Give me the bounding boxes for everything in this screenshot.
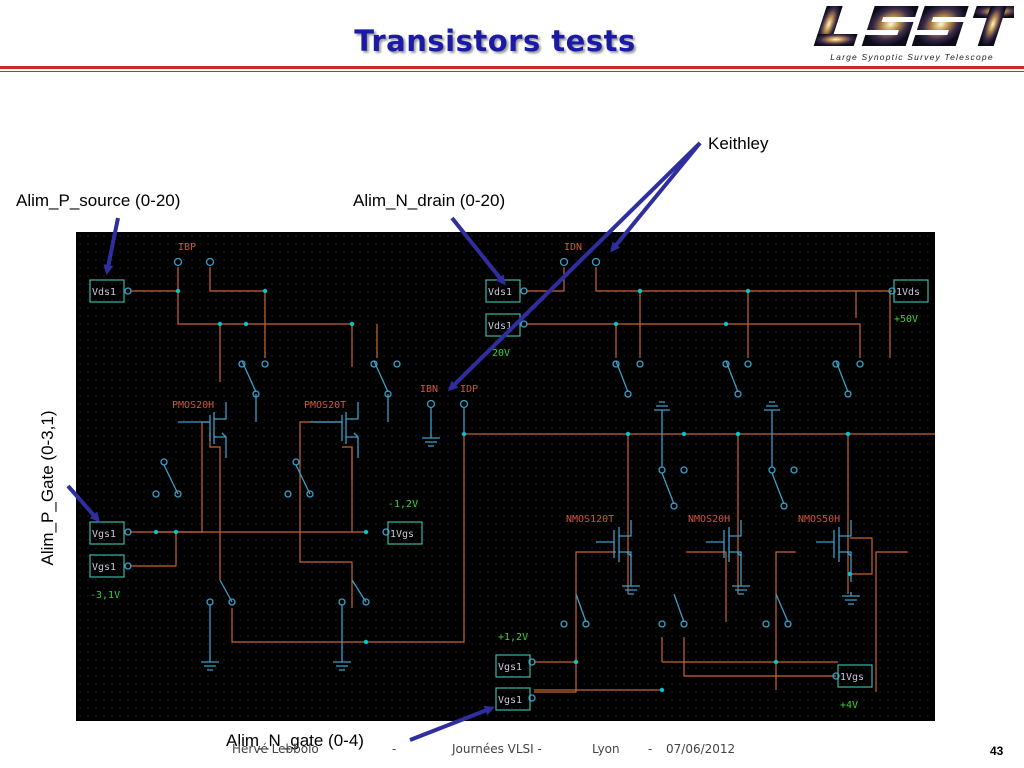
value-m12v: -1,2V xyxy=(388,499,418,510)
page-number: 43 xyxy=(990,744,1004,758)
footer-author: Hervé Lebbolo xyxy=(232,742,319,756)
device-nmos50h: NMOS50H xyxy=(798,514,840,525)
logo-tagline: Large Synoptic Survey Telescope xyxy=(830,52,994,62)
src-vgs1-n2: Vgs1 xyxy=(498,695,522,706)
src-vds1-n2: Vds1 xyxy=(488,321,512,332)
footer-city: Lyon xyxy=(592,742,620,756)
pin-ibn: IBN xyxy=(420,384,438,395)
components xyxy=(124,257,896,702)
device-nmos120t: NMOS120T xyxy=(566,514,614,525)
device-pmos20h: PMOS20H xyxy=(172,400,214,411)
src-vds1-n1: Vds1 xyxy=(488,287,512,298)
footer-event: Journées VLSI - xyxy=(452,742,542,756)
value-50v: +50V xyxy=(894,314,918,325)
circuit-schematic: Vds1 Vds1 Vds1 1Vds Vgs1 Vgs1 1Vgs Vgs1 … xyxy=(76,232,935,721)
value-12v: +1,2V xyxy=(498,632,528,643)
src-vgs-right: 1Vgs xyxy=(840,672,864,683)
src-vds-right: 1Vds xyxy=(896,287,920,298)
pin-idp: IDP xyxy=(460,384,478,395)
value-20v: 20V xyxy=(492,348,510,359)
lsst-logo xyxy=(808,2,1014,50)
device-nmos20h: NMOS20H xyxy=(688,514,730,525)
label-keithley: Keithley xyxy=(708,134,769,153)
pin-ibp: IBP xyxy=(178,242,196,253)
footer-date: 07/06/2012 xyxy=(666,742,736,756)
slide-title: Transistors tests xyxy=(354,24,636,58)
src-vgs1-p: Vgs1 xyxy=(92,529,116,540)
device-pmos20t: PMOS20T xyxy=(304,400,346,411)
label-alim-p-gate: Alim_P_Gate (0-3,1) xyxy=(38,410,57,566)
src-vgs-mid: 1Vgs xyxy=(390,529,414,540)
src-vds1-p: Vds1 xyxy=(92,287,116,298)
label-alim-p-source: Alim_P_source (0-20) xyxy=(16,191,181,210)
pin-idn: IDN xyxy=(564,242,582,253)
logo-letters xyxy=(813,6,1014,46)
label-alim-p-gate-wrap: Alim_P_Gate (0-3,1) xyxy=(28,398,68,578)
value-m31v: -3,1V xyxy=(90,590,120,601)
source-boxes xyxy=(89,279,929,711)
src-vgs1-n1: Vgs1 xyxy=(498,662,522,673)
src-vgs1-p2: Vgs1 xyxy=(92,562,116,573)
footer-sep1: - xyxy=(392,742,397,756)
device-labels: PMOS20H PMOS20T NMOS120T NMOS20H NMOS50H xyxy=(172,400,840,525)
label-alim-n-drain: Alim_N_drain (0-20) xyxy=(353,191,506,210)
value-4v: +4V xyxy=(840,700,858,711)
title-rule-thin xyxy=(0,71,1024,72)
label-alim-n-gate: Alim_N_gate (0-4) xyxy=(224,731,366,751)
footer-sep2: - xyxy=(648,742,653,756)
title-rule xyxy=(0,66,1024,69)
